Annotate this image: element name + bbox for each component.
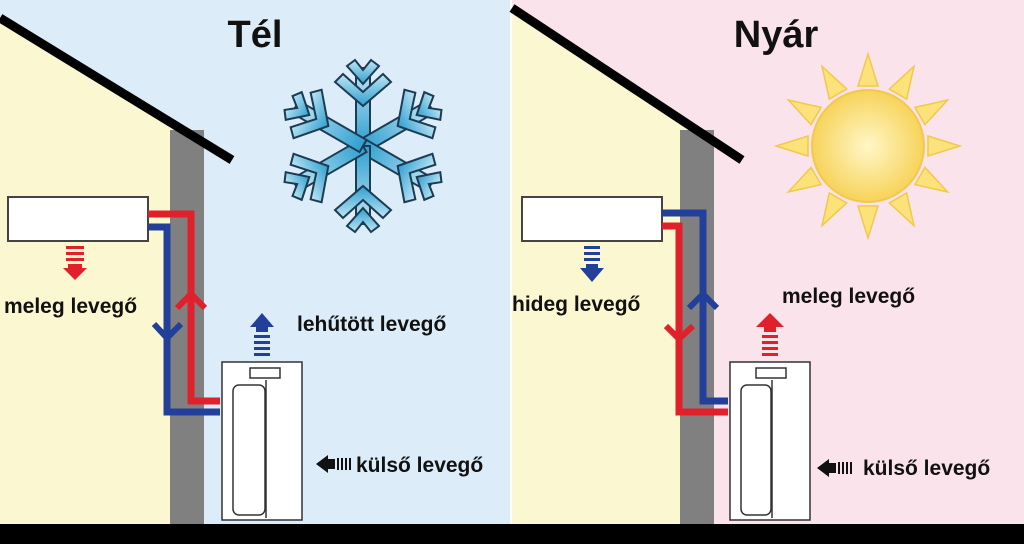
summer-outdoor-out-label: meleg levegő [782,285,915,308]
winter-outdoor-unit [221,361,303,521]
summer-indoor-label: hideg levegő [512,293,640,316]
winter-panel: Tél meleg levegő lehűtött [0,0,510,525]
summer-outdoor-unit [729,361,811,521]
summer-cold-air-arrow [580,246,604,282]
winter-warm-air-arrow [63,246,87,280]
winter-title: Tél [228,14,283,56]
ground [0,524,1024,544]
summer-indoor-unit [521,196,663,242]
winter-indoor-bg [0,22,185,525]
winter-cooled-air-arrow [250,313,274,356]
summer-outside-air-arrow [817,459,852,477]
summer-warm-air-arrow [756,313,784,356]
winter-outdoor-out-label: lehűtött levegő [297,313,446,336]
winter-cold-pipe-arrow [151,321,184,343]
winter-cold-pipe [148,223,220,416]
summer-hot-pipe [662,222,728,416]
summer-outdoor-in-label: külső levegő [863,457,990,480]
winter-hot-pipe [148,210,220,405]
winter-indoor-label: meleg levegő [4,295,137,318]
summer-wall [680,130,714,525]
winter-hot-pipe-arrow [174,289,208,311]
summer-cold-pipe [662,209,728,405]
summer-cold-pipe-arrow [686,289,720,311]
panel-divider [510,0,512,525]
winter-outdoor-in-label: külső levegő [356,454,483,477]
summer-roof [509,4,745,164]
winter-roof [0,14,235,164]
summer-panel: Nyár hideg levegő [509,0,1024,525]
summer-title: Nyár [734,14,819,56]
winter-outside-air-arrow [316,455,351,473]
summer-hot-pipe-arrow [663,323,696,344]
sun-icon [773,51,963,241]
winter-indoor-unit [7,196,149,242]
